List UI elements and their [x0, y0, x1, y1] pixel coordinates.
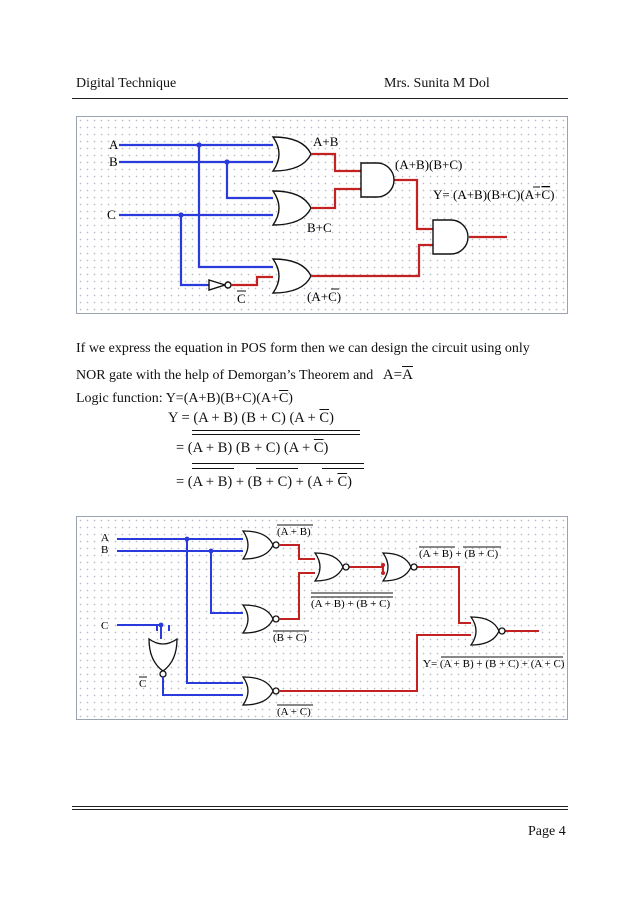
- nor-inverter: [148, 637, 178, 678]
- wire2-n4-out: [347, 566, 384, 573]
- header-right: Mrs. Sunita M Dol: [384, 76, 490, 91]
- label2-n5-out: (A + B) + (B + C): [419, 548, 498, 560]
- or-gate-3: [271, 258, 312, 294]
- label2-mid: (A + B) + (B + C): [311, 598, 390, 610]
- junction-c: [178, 212, 184, 218]
- not-gate: [208, 279, 232, 291]
- label2-b: B: [101, 544, 108, 556]
- paragraph-line-1: If we express the equation in POS form t…: [76, 341, 530, 356]
- label2-cbar: C: [139, 678, 146, 690]
- or-gate-2: [271, 190, 312, 226]
- footer-rule-bottom: [72, 809, 568, 810]
- eq3-overline-2: [256, 468, 298, 469]
- label2-c: C: [101, 620, 108, 632]
- wire-a-to-g3: [197, 145, 273, 269]
- paragraph-line-2: NOR gate with the help of Demorgan’s The…: [76, 366, 413, 383]
- and-gate-2: [432, 219, 469, 255]
- circuit-2-svg: C A B: [101, 524, 565, 718]
- footer-rule-top: [72, 806, 568, 807]
- label2-a: A: [101, 532, 109, 544]
- wire-g1-out: [311, 152, 361, 173]
- label-b: B: [109, 154, 118, 169]
- label2-n1-out: (A + B): [277, 526, 311, 538]
- equation-3: = (A + B) + (B + C) + (A + C): [176, 474, 352, 490]
- eq3-overline-1: [192, 468, 234, 469]
- label-g1-out: A+B: [313, 134, 339, 149]
- label-g2-out: B+C: [307, 220, 332, 235]
- wire2-n1-out: [279, 544, 315, 560]
- wire2-a-down: [186, 539, 243, 684]
- wire2-cbar: [162, 677, 243, 696]
- and-gate-1: [360, 162, 395, 198]
- wire2-b-down: [210, 551, 243, 614]
- circuit-diagram-and-or: A B C A+B B+C (A+B)(B+C) Y= (A+B)(B+C)(A…: [76, 116, 568, 314]
- label2-n3-out: (A + C): [277, 706, 311, 718]
- label-a: A: [109, 137, 119, 152]
- label2-y: Y= (A + B) + (B + C) + (A + C): [423, 658, 565, 670]
- label-g3-out: (A+C): [307, 289, 341, 304]
- circuit-diagram-nor: C A B: [76, 516, 568, 720]
- equation-1: Y = (A + B) (B + C) (A + C): [168, 410, 334, 426]
- nor-gate-6: [469, 616, 500, 646]
- nor-gate-1: [241, 530, 274, 560]
- header-left: Digital Technique: [76, 76, 177, 91]
- nor-gate-5: [381, 552, 412, 582]
- wire2-c-split: [156, 625, 170, 631]
- logic-function-line: Logic function: Y=(A+B)(B+C)(A+C): [76, 391, 293, 406]
- page-number: Page 4: [528, 824, 566, 839]
- wire-g2-out: [311, 187, 361, 210]
- equation-2: = (A + B) (B + C) (A + C): [176, 440, 329, 456]
- or-gate-1: [271, 136, 312, 172]
- label-cbar: C: [237, 291, 246, 306]
- eq2-overline-outer-1: [192, 430, 360, 431]
- wire2-n2-out: [279, 572, 315, 620]
- label-c: C: [107, 207, 116, 222]
- nor-gate-4: [313, 552, 344, 582]
- junction-a: [196, 142, 202, 148]
- wire-b-to-g2: [225, 162, 273, 200]
- eq2-overline-outer-2: [192, 434, 360, 435]
- eq3-overline-outer: [192, 463, 364, 464]
- junction-b: [224, 159, 230, 165]
- label2-n2-out: (B + C): [273, 632, 307, 644]
- wire-c-to-inv: [179, 215, 209, 287]
- wire2-n5-out: [417, 566, 471, 624]
- wire-g3-out: [311, 243, 433, 278]
- circuit-1-svg: A B C A+B B+C (A+B)(B+C) Y= (A+B)(B+C)(A…: [107, 134, 554, 306]
- label-y-out: Y= (A+B)(B+C)(A+C): [433, 187, 554, 202]
- eq3-overline-3: [322, 468, 364, 469]
- header-rule: [72, 98, 568, 99]
- wire2-n3-out: [279, 634, 471, 692]
- wire-and1-out: [393, 178, 433, 231]
- nor-gate-3: [241, 676, 274, 706]
- nor-gate-2: [241, 604, 274, 634]
- label-and1-out: (A+B)(B+C): [395, 157, 462, 172]
- wire-cbar: [231, 275, 273, 287]
